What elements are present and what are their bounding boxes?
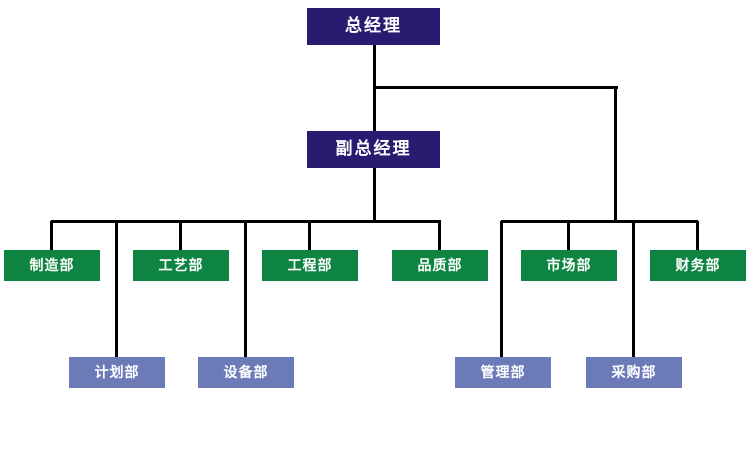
org-node-label: 工艺部 [158,257,204,274]
connector-right-branch-drop [614,87,617,223]
connector-drop-admin [500,221,503,358]
org-node-deputy_gm[interactable]: 副总经理 [307,131,440,168]
org-node-label: 计划部 [94,364,140,381]
connector-drop-engineering [308,221,311,251]
org-node-label: 财务部 [675,257,721,274]
org-node-label: 副总经理 [335,139,412,159]
connector-drop-finance [696,221,699,251]
org-node-label: 总经理 [345,16,402,36]
org-node-label: 市场部 [546,257,592,274]
org-node-quality[interactable]: 品质部 [392,250,488,281]
connector-top-bus [374,86,618,89]
org-node-admin[interactable]: 管理部 [455,357,551,388]
org-node-label: 工程部 [287,257,333,274]
org-node-equipment[interactable]: 设备部 [198,357,294,388]
org-node-marketing[interactable]: 市场部 [521,250,617,281]
connector-drop-manufacture [50,221,53,251]
connector-right-bus [501,220,698,223]
connector-drop-marketing [567,221,570,251]
org-node-label: 管理部 [480,364,526,381]
connector-deputy-drop [373,168,376,223]
connector-drop-quality [438,221,441,251]
org-node-label: 设备部 [223,364,269,381]
connector-gm-drop [373,45,376,89]
connector-drop-equipment [244,221,247,358]
org-node-planning[interactable]: 计划部 [69,357,165,388]
org-node-label: 制造部 [29,257,75,274]
org-node-procurement[interactable]: 采购部 [586,357,682,388]
org-node-label: 品质部 [417,257,463,274]
connector-drop-process [179,221,182,251]
connector-deputy-feed [373,87,376,132]
org-node-manufacture[interactable]: 制造部 [4,250,100,281]
org-node-process[interactable]: 工艺部 [133,250,229,281]
connector-drop-procurement [632,221,635,358]
connector-drop-planning [115,221,118,358]
org-node-label: 采购部 [611,364,657,381]
org-node-finance[interactable]: 财务部 [650,250,746,281]
org-node-gm[interactable]: 总经理 [307,8,440,45]
org-node-engineering[interactable]: 工程部 [262,250,358,281]
